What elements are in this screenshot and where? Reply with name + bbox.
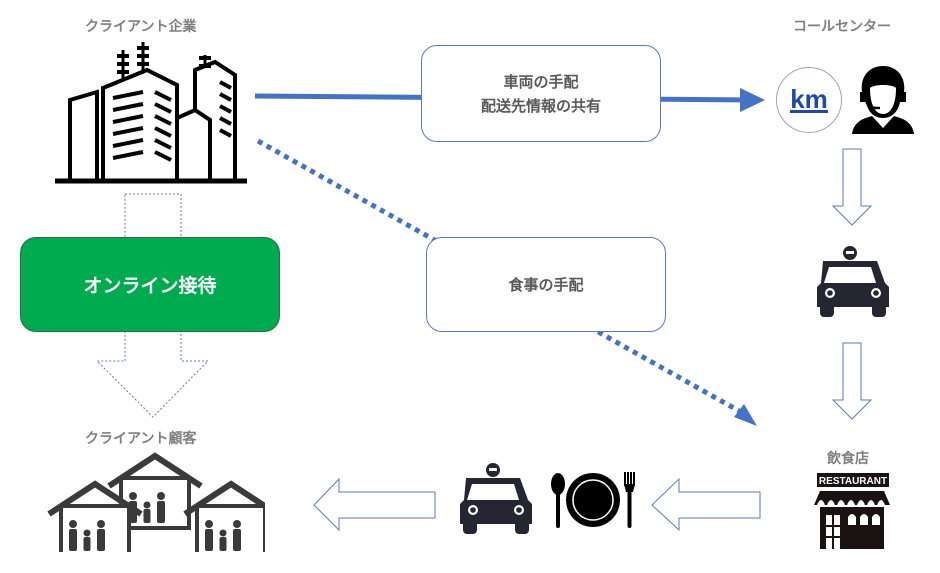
left-arrow-1 <box>651 477 761 532</box>
down-arrow-2 <box>831 342 873 420</box>
km-logo: km <box>776 67 842 133</box>
vehicle-arrangement-box: 車両の手配 配送先情報の共有 <box>421 45 661 142</box>
meal-arrangement-label: 食事の手配 <box>508 275 584 294</box>
operator-headset-icon <box>852 66 914 134</box>
restaurant-label: 飲食店 <box>827 451 869 467</box>
down-arrow-1 <box>831 148 873 226</box>
plate-spoon-fork-icon <box>551 472 635 528</box>
office-buildings-icon <box>55 42 247 184</box>
arrowhead-call-center <box>740 88 765 112</box>
client-customers-label: クライアント顧客 <box>85 431 197 447</box>
restaurant-storefront-icon: RESTAURANT <box>814 473 890 549</box>
meal-arrangement-box: 食事の手配 <box>426 237 666 332</box>
left-arrow-2 <box>313 477 436 532</box>
restaurant-sign-text: RESTAURANT <box>819 476 887 487</box>
online-hospitality-box: オンライン接待 <box>20 237 280 332</box>
taxi-icon <box>817 246 889 317</box>
vehicle-arrangement-line2: 配送先情報の共有 <box>480 96 601 115</box>
km-logo-text: km <box>790 83 828 114</box>
taxi-icon <box>460 463 532 534</box>
family-houses-icon <box>45 452 265 552</box>
client-company-label: クライアント企業 <box>85 19 197 35</box>
call-center-label: コールセンター <box>793 19 891 35</box>
vehicle-arrangement-line1: 車両の手配 <box>503 72 579 91</box>
arrowhead-restaurant <box>734 404 757 426</box>
online-hospitality-label: オンライン接待 <box>83 275 217 297</box>
